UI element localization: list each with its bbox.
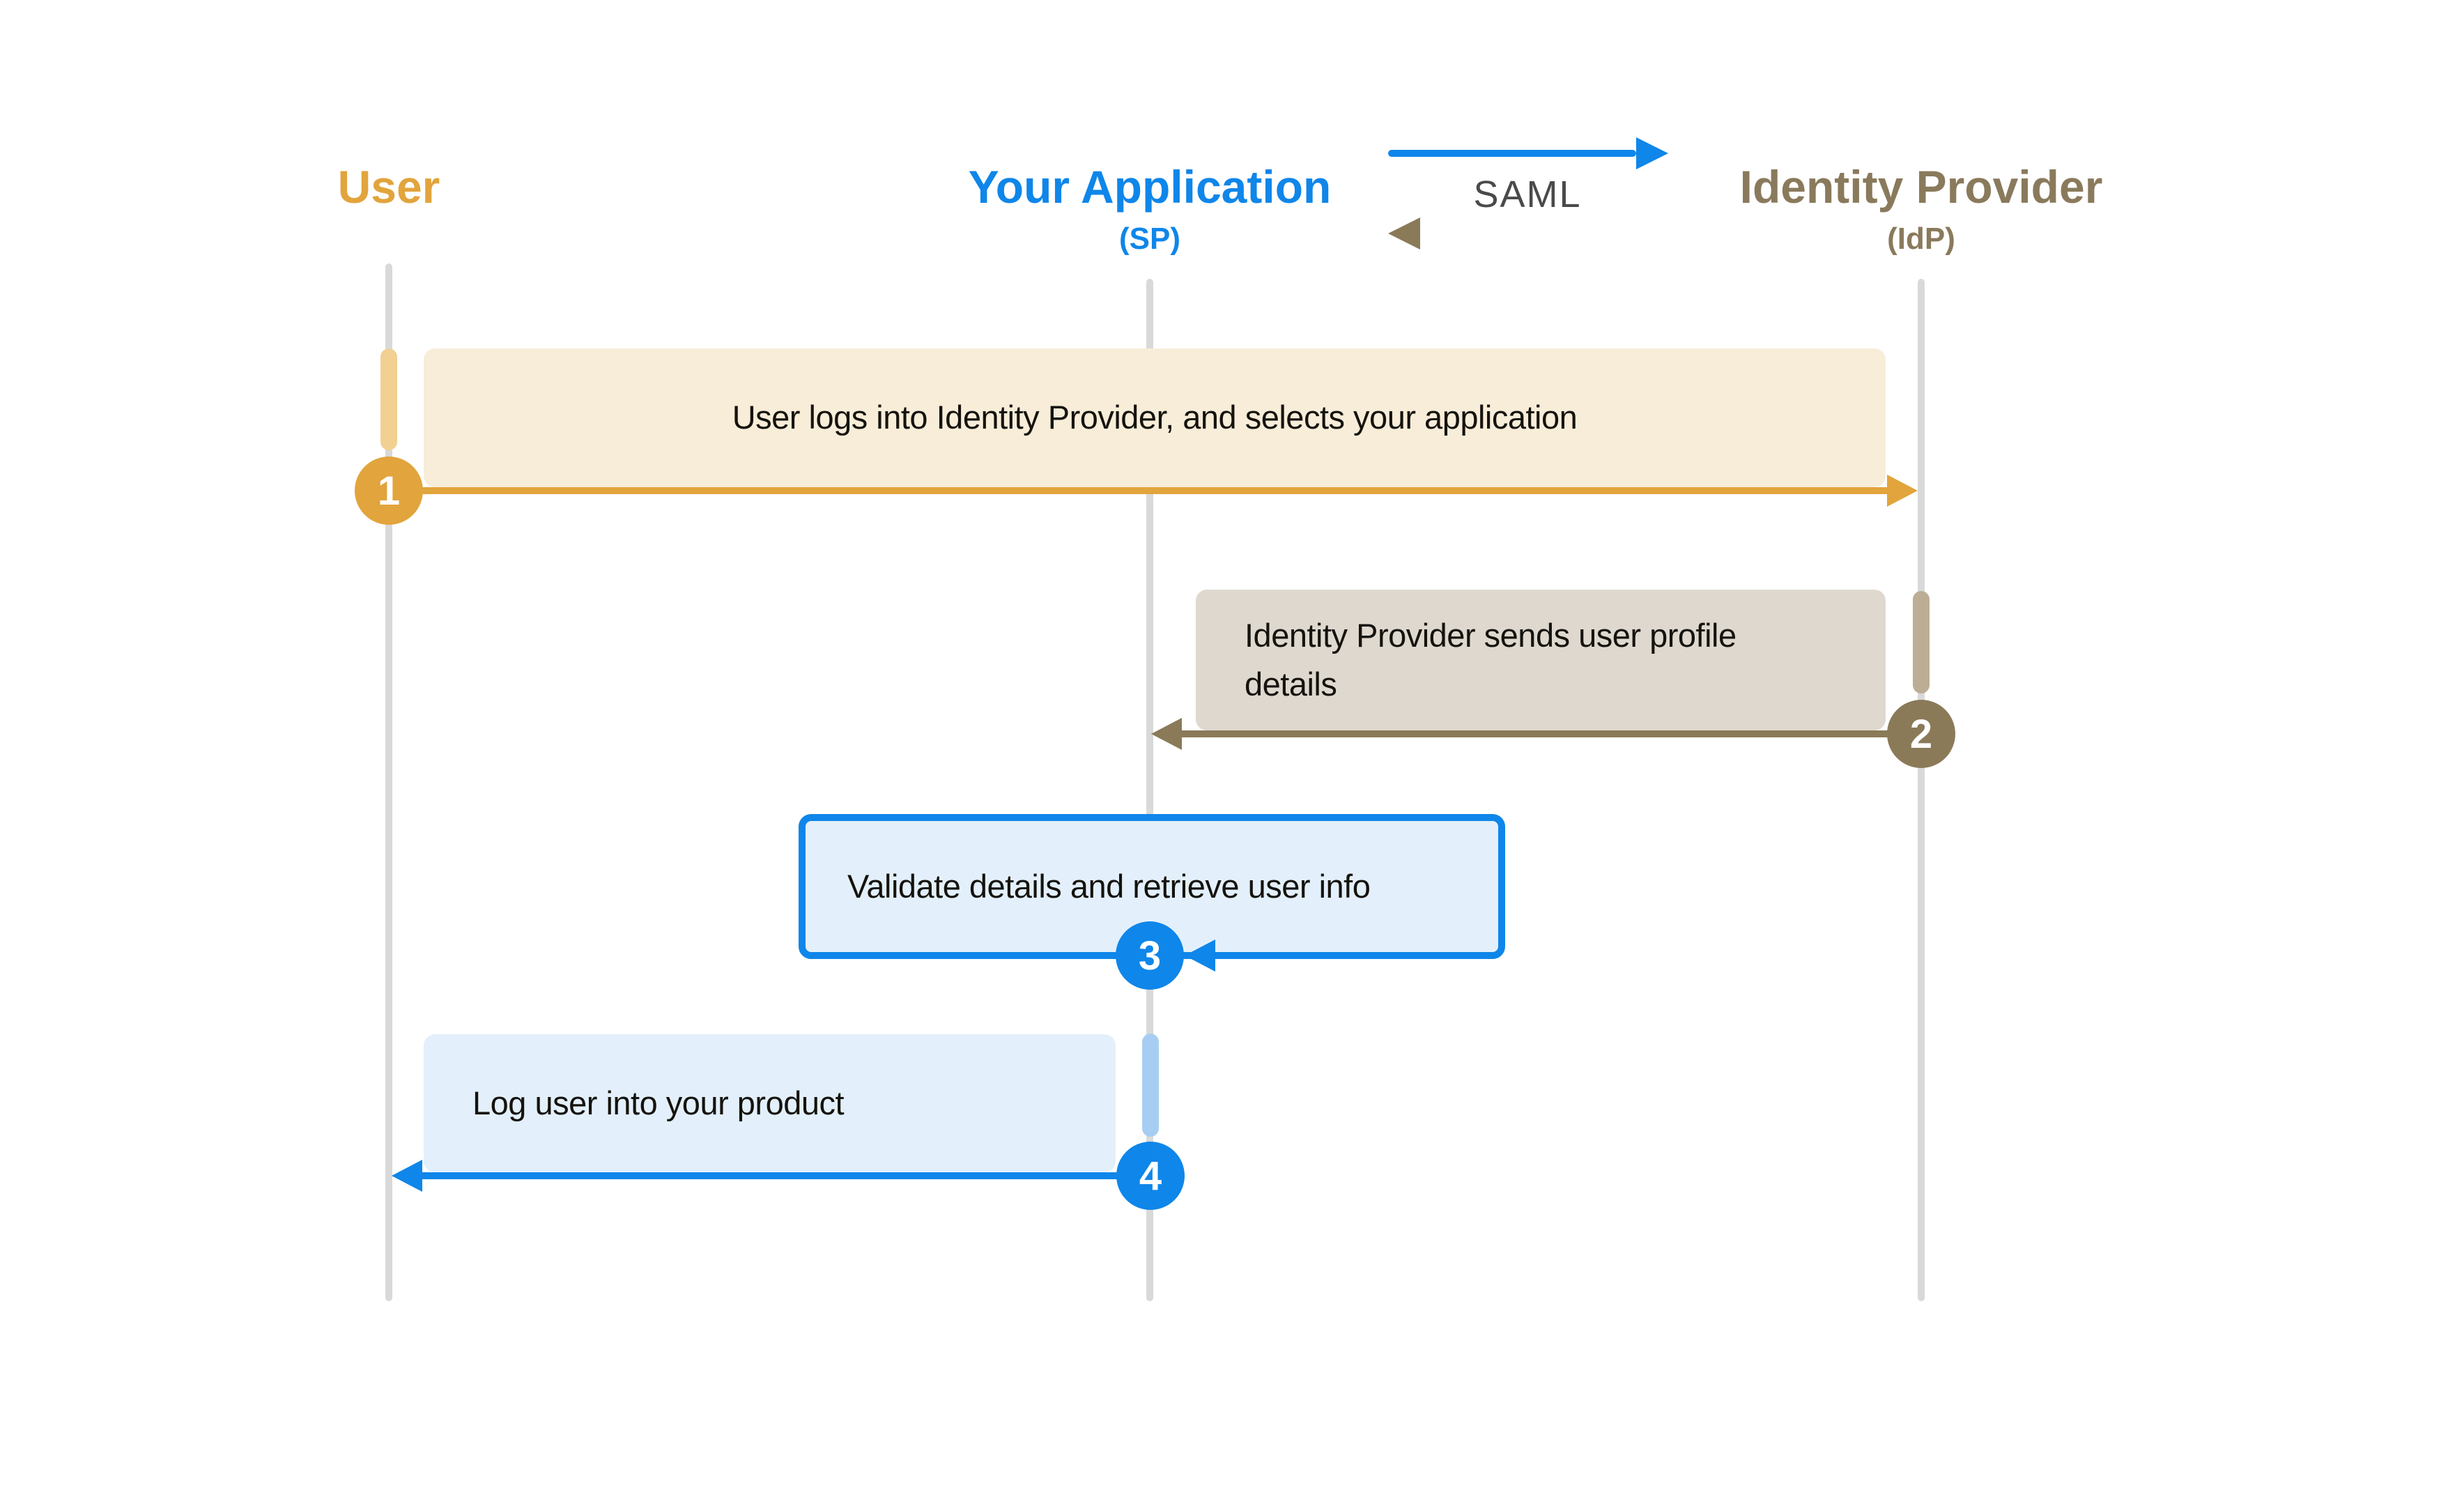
step1-message-box: User logs into Identity Provider, and se… [424, 348, 1886, 487]
step3-arrowhead-left-icon [1185, 939, 1215, 972]
step1-arrowhead-right-icon [1887, 475, 1918, 507]
actor-your-application-sublabel: (SP) [1119, 221, 1180, 256]
step1-number-badge: 1 [355, 457, 423, 525]
step3-number: 3 [1138, 933, 1162, 979]
step3-message-text: Validate details and retrieve user info [847, 867, 1371, 905]
step2-number: 2 [1909, 711, 1933, 757]
actor-your-application-label: Your Application [968, 161, 1332, 213]
step4-arrow-line [422, 1172, 1150, 1179]
actor-identity-provider-sublabel: (IdP) [1887, 221, 1955, 256]
step2-message-box: Identity Provider sends user profile det… [1196, 590, 1886, 730]
step1-message-text: User logs into Identity Provider, and se… [732, 399, 1578, 436]
saml-response-arrowhead-left-icon [1388, 217, 1420, 250]
lifeline-your-application [1146, 279, 1153, 1301]
lifeline-identity-provider [1918, 279, 1925, 1301]
step4-message-text: Log user into your product [472, 1084, 845, 1121]
activation-bar-identity-provider [1913, 591, 1930, 693]
actor-identity-provider: Identity Provider (IdP) [1677, 162, 2165, 256]
step4-number: 4 [1139, 1153, 1162, 1199]
lifeline-user [385, 263, 392, 1301]
actor-identity-provider-label: Identity Provider [1739, 161, 2103, 213]
saml-label: SAML [1473, 174, 1582, 215]
actor-user: User [215, 162, 563, 213]
saml-request-arrowhead-right-icon [1636, 137, 1668, 169]
step2-number-badge: 2 [1887, 700, 1955, 768]
actor-user-label: User [337, 161, 440, 213]
step2-arrowhead-left-icon [1151, 718, 1182, 750]
actor-your-application: Your Application (SP) [941, 162, 1359, 256]
activation-bar-user [380, 348, 397, 450]
step1-arrow-line [389, 487, 1888, 494]
step2-message-text: Identity Provider sends user profile det… [1245, 616, 1737, 703]
step4-number-badge: 4 [1116, 1142, 1185, 1210]
saml-request-arrow-line [1388, 150, 1636, 157]
step4-arrowhead-left-icon [392, 1160, 422, 1192]
step1-number: 1 [377, 468, 401, 514]
step2-arrow-line [1182, 730, 1921, 737]
step4-message-box: Log user into your product [424, 1034, 1116, 1172]
step3-number-badge: 3 [1116, 921, 1184, 990]
activation-bar-your-application [1142, 1034, 1159, 1137]
